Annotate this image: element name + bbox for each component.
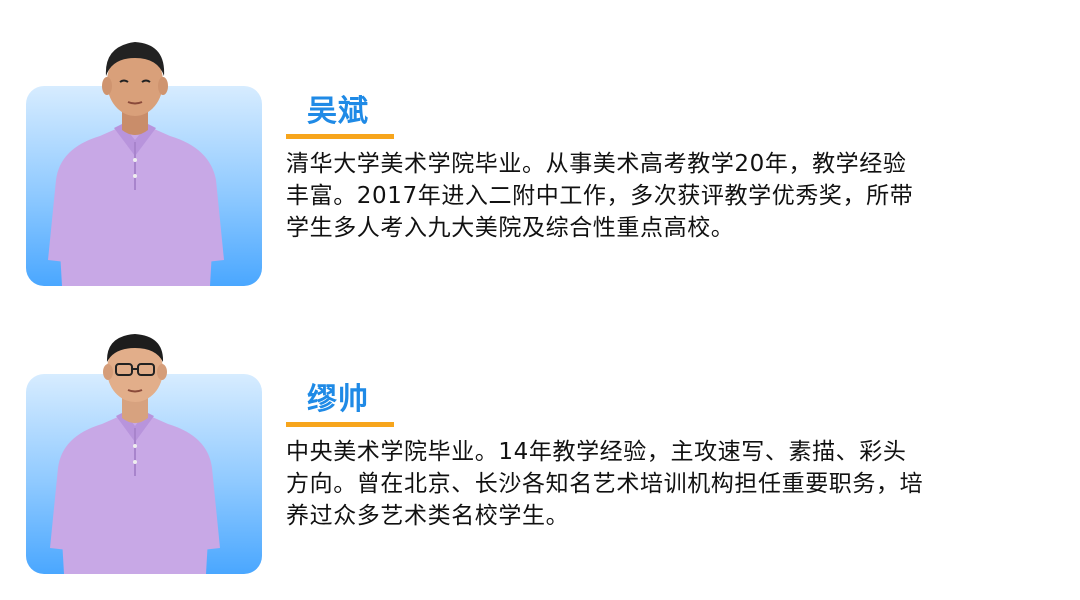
teacher-photo [48, 42, 224, 286]
bio-line: 丰富。2017年进入二附中工作，多次获评教学优秀奖，所带 [286, 183, 914, 209]
teacher-name: 缪帅 [307, 382, 369, 417]
teacher-photo [50, 334, 220, 574]
teacher-card: 吴斌 清华大学美术学院毕业。从事美术高考教学20年，教学经验 丰富。2017年进… [0, 30, 1080, 320]
teacher-bio: 清华大学美术学院毕业。从事美术高考教学20年，教学经验 丰富。2017年进入二附… [286, 148, 1046, 244]
name-underline [286, 134, 394, 139]
bio-line: 方向。曾在北京、长沙各知名艺术培训机构担任重要职务，培 [286, 471, 924, 497]
bio-line: 中央美术学院毕业。14年教学经验，主攻速写、素描、彩头 [286, 439, 907, 465]
name-underline [286, 422, 394, 427]
bio-line: 学生多人考入九大美院及综合性重点高校。 [286, 215, 735, 241]
teacher-bio: 中央美术学院毕业。14年教学经验，主攻速写、素描、彩头 方向。曾在北京、长沙各知… [286, 436, 1046, 532]
teacher-name: 吴斌 [307, 94, 369, 129]
teacher-card: 缪帅 中央美术学院毕业。14年教学经验，主攻速写、素描、彩头 方向。曾在北京、长… [0, 318, 1080, 600]
bio-line: 养过众多艺术类名校学生。 [286, 503, 570, 529]
bio-line: 清华大学美术学院毕业。从事美术高考教学20年，教学经验 [286, 151, 907, 177]
